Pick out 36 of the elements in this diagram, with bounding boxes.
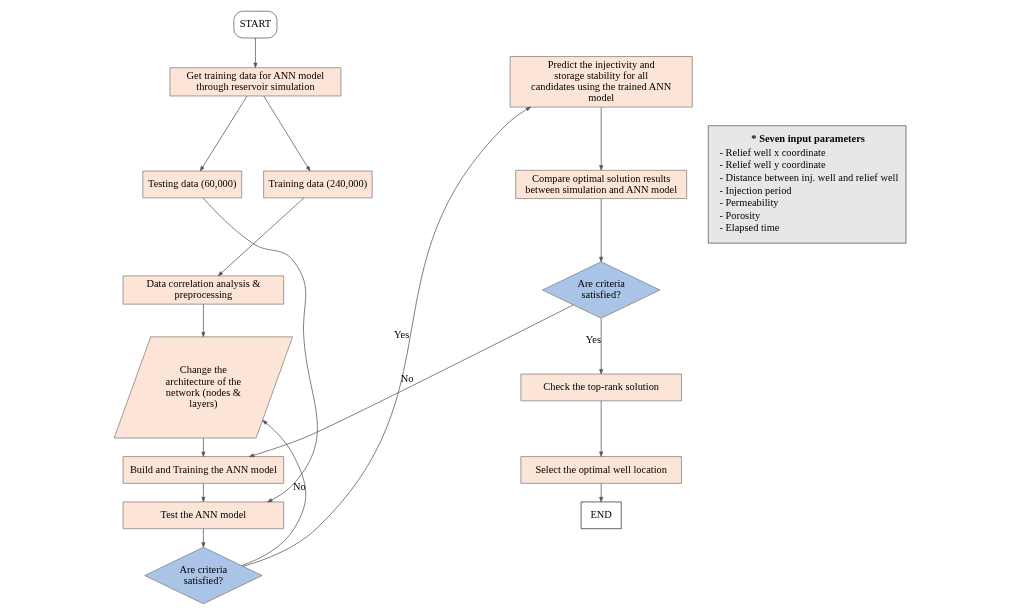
- arrow: [598, 483, 603, 503]
- arrow: [262, 95, 310, 172]
- node-box: Build and Training the ANN model: [122, 456, 284, 484]
- node-box: START: [233, 10, 277, 39]
- node-box: Select the optimal well location: [520, 456, 682, 484]
- node-box: Training data (240,000): [262, 170, 373, 199]
- edge-label: No: [400, 373, 413, 385]
- arrow: [200, 483, 205, 503]
- node-box: Compare optimal solution results between simulation and ANN model: [514, 169, 687, 199]
- arrow: [240, 419, 306, 566]
- node-diamond: Are criteria satisfied?: [143, 546, 262, 605]
- arrow: [202, 197, 318, 503]
- arrow: [200, 528, 205, 548]
- arrow: [598, 198, 603, 263]
- node-box: * Seven input parameters - Relief well x coordinate - Relief well y coordinate - Distance between inj. well and relief well - Injection period - Permeability - Porosity - Elapsed time: [707, 125, 906, 244]
- arrow: [248, 304, 574, 458]
- node-box: Data correlation analysis & preprocessing: [122, 275, 284, 305]
- node-box: Predict the injectivity and storage stability for all candidates using the trained ANN model: [509, 56, 693, 108]
- arrow: [253, 37, 257, 68]
- arrow: [200, 437, 205, 457]
- arrow: [598, 318, 603, 375]
- arrow: [242, 106, 531, 567]
- node-diamond: Are criteria satisfied?: [541, 261, 660, 319]
- arrow: [598, 400, 603, 457]
- arrow: [199, 95, 247, 172]
- node-box: Check the top-rank solution: [520, 373, 682, 402]
- node-box: END: [580, 501, 622, 530]
- edge-label: No: [292, 481, 306, 493]
- arrow: [200, 303, 205, 338]
- node-box: Get training data for ANN model through reservoir simulation: [169, 67, 341, 97]
- node-box: Test the ANN model: [122, 501, 284, 530]
- arrow: [217, 197, 304, 277]
- edge-label: Yes: [585, 334, 601, 346]
- edge-label: Yes: [393, 329, 409, 341]
- node-box: Testing data (60,000): [141, 170, 242, 199]
- arrow: [598, 106, 603, 171]
